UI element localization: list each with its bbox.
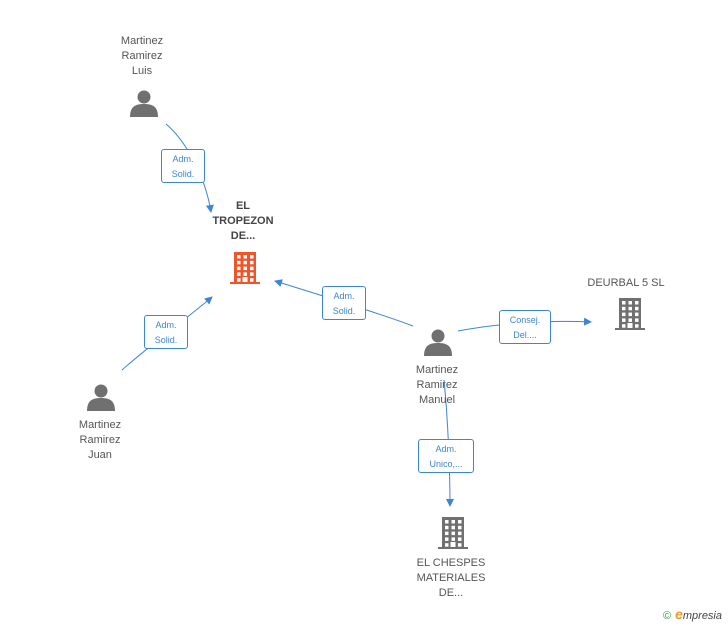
building-icon[interactable]	[438, 517, 468, 549]
person-icon[interactable]	[87, 384, 115, 412]
brand-name: mpresia	[682, 610, 722, 622]
node-label-chespes[interactable]: EL CHESPES MATERIALES DE...	[416, 557, 486, 599]
edge-label-manuel-deurbal[interactable]: Consej. Del....	[499, 310, 551, 344]
edge-label-manuel-chespes[interactable]: Adm. Unico,...	[418, 439, 474, 473]
copyright-symbol: ©	[662, 610, 672, 622]
edge-label-juan-tropezon[interactable]: Adm. Solid.	[144, 315, 188, 349]
node-label-tropezon[interactable]: EL TROPEZON DE...	[212, 200, 274, 242]
building-icon[interactable]	[230, 252, 260, 284]
brand-e: e	[675, 606, 683, 622]
node-label-deurbal[interactable]: DEURBAL 5 SL	[587, 277, 665, 289]
edge-label-luis-tropezon[interactable]: Adm. Solid.	[161, 149, 205, 183]
node-label-juan[interactable]: Martinez Ramirez Juan	[78, 419, 122, 461]
person-icon[interactable]	[130, 90, 158, 118]
node-label-luis[interactable]: Martinez Ramirez Luis	[120, 35, 164, 77]
node-label-manuel[interactable]: Martinez Ramirez Manuel	[415, 364, 459, 406]
person-icon[interactable]	[424, 329, 452, 357]
edge-label-manuel-tropezon[interactable]: Adm. Solid.	[322, 286, 366, 320]
empresia-brand: ©empresia	[663, 606, 722, 622]
building-icon[interactable]	[615, 298, 645, 330]
